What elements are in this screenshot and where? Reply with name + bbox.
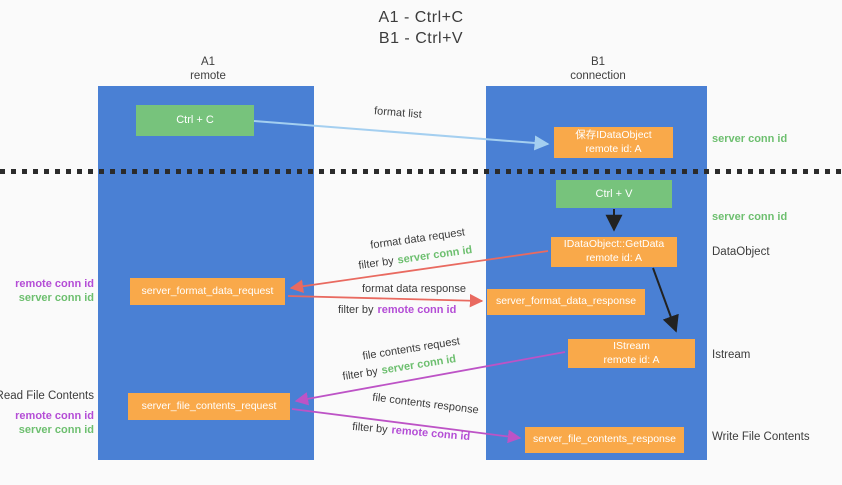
ctrl-v-node: Ctrl + V xyxy=(556,180,672,208)
remote-conn-id-annotation-format: remote conn id xyxy=(15,278,94,290)
getdata-remote-id: remote id: A xyxy=(585,252,643,264)
server-conn-id-key: server conn id xyxy=(396,244,473,267)
dataobject-annotation: DataObject xyxy=(712,246,770,258)
format-list-edge-label: format list xyxy=(373,105,423,121)
lane-a1-role: remote xyxy=(190,70,226,83)
server-conn-id-annotation-file: server conn id xyxy=(18,424,94,436)
title-line-a1: A1 - Ctrl+C xyxy=(378,9,464,26)
remote-conn-id-key: remote conn id xyxy=(391,424,471,444)
lane-a1-name: A1 xyxy=(200,56,216,68)
read-file-contents-annotation: Read File Contents xyxy=(0,390,94,402)
write-file-contents-annotation: Write File Contents xyxy=(712,431,810,443)
save-idataobject-remote-id: remote id: A xyxy=(585,142,642,155)
format-response-label: server_format_data_response xyxy=(495,295,637,308)
format-request-label: server_format_data_request xyxy=(141,284,274,297)
server-format-data-response-node: server_format_data_response xyxy=(487,289,645,315)
lane-b1-name: B1 xyxy=(590,56,606,68)
format-data-response-edge-label: format data response xyxy=(362,283,466,295)
istream-title: IStream xyxy=(613,339,650,352)
idataobject-getdata-node: IDataObject::GetData remote id: A xyxy=(551,237,677,267)
lane-b1-role: connection xyxy=(570,70,626,83)
server-file-contents-request-node: server_file_contents_request xyxy=(128,393,290,420)
server-conn-id-annotation-format: server conn id xyxy=(18,292,94,304)
file-response-label: server_file_contents_response xyxy=(532,433,676,446)
getdata-title: IDataObject::GetData xyxy=(563,238,665,251)
file-contents-response-edge-label: file contents response xyxy=(371,391,480,417)
diagram-title: A1 - Ctrl+C B1 - Ctrl+V xyxy=(0,8,842,50)
remote-conn-id-annotation-file: remote conn id xyxy=(15,410,94,422)
remote-conn-id-key: remote conn id xyxy=(377,304,457,316)
ctrl-c-node: Ctrl + C xyxy=(136,105,254,136)
file-request-label: server_file_contents_request xyxy=(141,399,277,412)
server-conn-id-annotation-top: server conn id xyxy=(712,133,788,145)
server-file-contents-response-node: server_file_contents_response xyxy=(525,427,684,453)
format-data-response-arrow xyxy=(287,293,484,308)
ctrl-v-label: Ctrl + V xyxy=(595,187,633,200)
istream-annotation: Istream xyxy=(712,349,751,361)
lane-header-a1-remote: A1 remote xyxy=(138,55,278,84)
ctrl-c-label: Ctrl + C xyxy=(176,114,214,127)
istream-node: IStream remote id: A xyxy=(568,339,695,368)
server-conn-id-annotation-mid: server conn id xyxy=(712,211,788,223)
server-format-data-request-node: server_format_data_request xyxy=(130,278,285,305)
lane-header-b1-connection: B1 connection xyxy=(528,55,668,84)
save-idataobject-title: 保存IDataObject xyxy=(575,128,652,141)
save-idataobject-node: 保存IDataObject remote id: A xyxy=(554,127,673,158)
title-line-b1: B1 - Ctrl+V xyxy=(378,29,464,47)
istream-remote-id: remote id: A xyxy=(603,353,660,366)
machine-boundary-dotted-line xyxy=(0,169,842,174)
